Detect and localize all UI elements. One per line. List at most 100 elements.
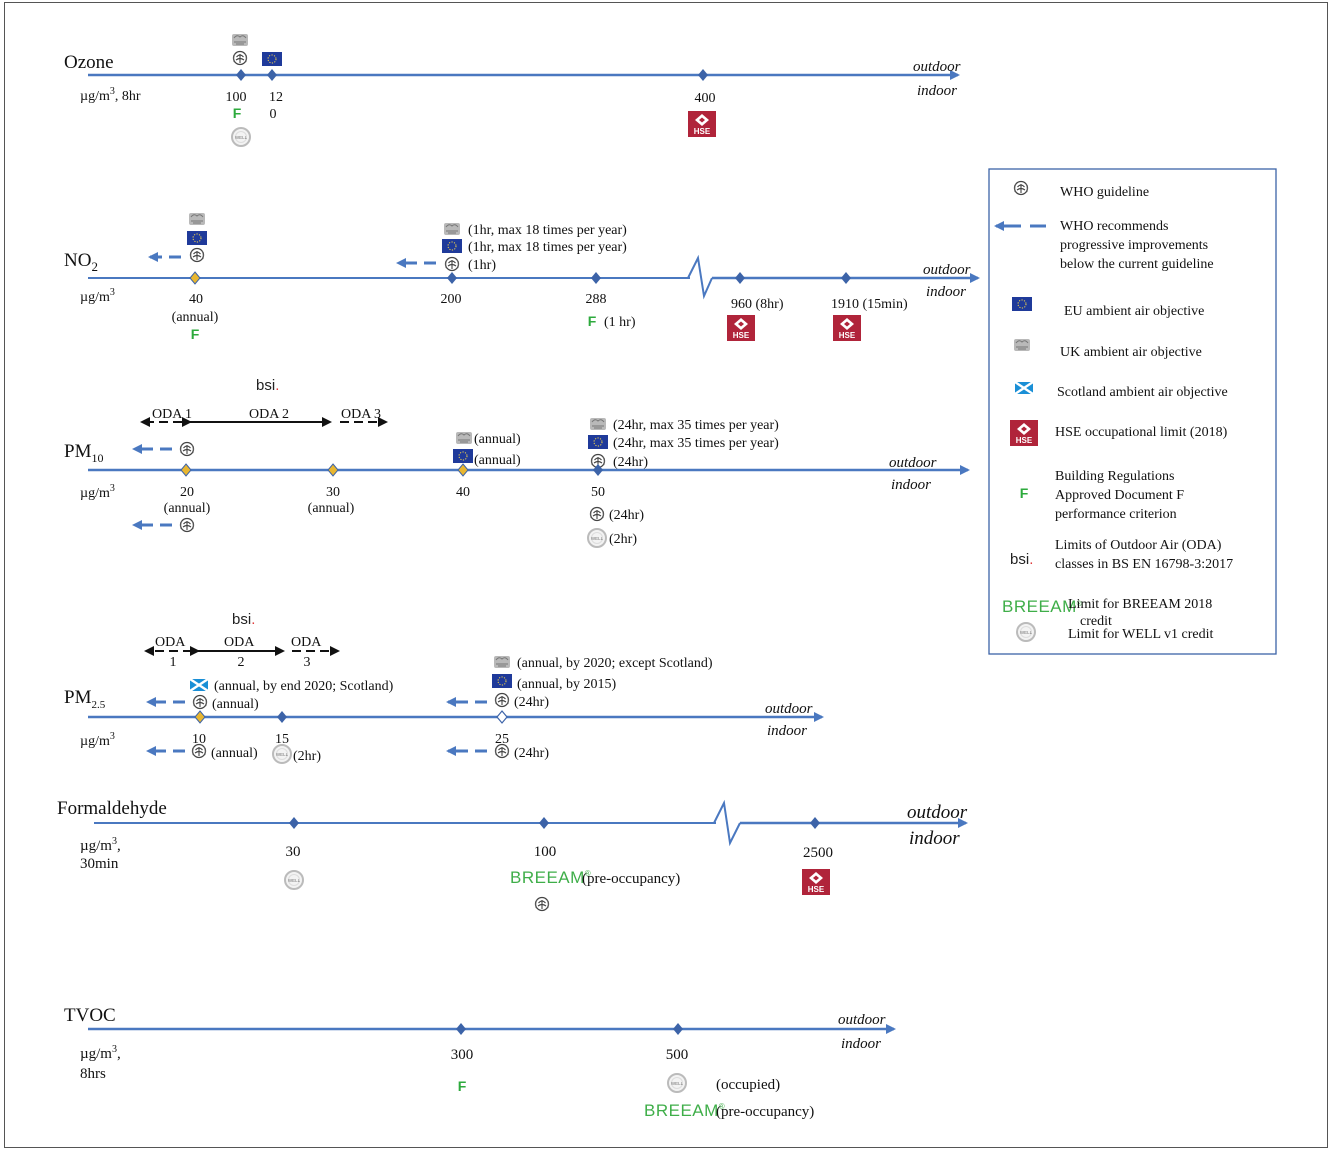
well-icon — [231, 127, 251, 147]
ozone-section: Ozone outdoor indoor µg/m3, 8hr 100 12 0… — [64, 33, 961, 147]
ozone-value-120-a: 12 — [269, 90, 283, 105]
who-icon — [191, 743, 207, 759]
legend-f-1: Building Regulations — [1055, 469, 1174, 484]
no2-value-288: 288 — [586, 292, 607, 307]
pm25-oda-label-3: ODA — [291, 635, 322, 650]
no2-f-mark-288: F — [588, 313, 597, 329]
tvoc-section: TVOC µg/m3, 8hrs outdoor indoor 300 F 50… — [64, 1005, 896, 1120]
uk-flag-icon — [493, 655, 511, 669]
formaldehyde-unit-time: 30min — [80, 856, 119, 872]
no2-marker-40 — [189, 271, 201, 285]
who-icon — [494, 743, 510, 759]
formaldehyde-value-2500: 2500 — [803, 845, 833, 861]
pm25-value-15: 15 — [275, 732, 289, 747]
ozone-value-100: 100 — [226, 90, 247, 105]
tvoc-unit: µg/m3, — [80, 1044, 121, 1062]
ozone-title: Ozone — [64, 52, 114, 73]
eu-flag-icon — [186, 230, 208, 246]
legend-box — [988, 168, 1277, 655]
legend-uk: UK ambient air objective — [1060, 345, 1202, 360]
pm25-unit: µg/m3 — [80, 731, 115, 749]
legend-bsi-1: Limits of Outdoor Air (ODA) — [1055, 538, 1222, 553]
pm25-value-25: 25 — [495, 732, 509, 747]
eu-flag-icon — [441, 238, 463, 254]
legend-hse: HSE occupational limit (2018) — [1055, 425, 1228, 440]
pm25-well-2hr: (2hr) — [293, 749, 321, 764]
uk-flag-icon — [231, 33, 249, 47]
no2-f-mark: F — [191, 326, 200, 342]
pm25-who-24hr: (24hr) — [514, 695, 549, 710]
legend-breeam-1: Limit for BREEAM 2018 — [1068, 597, 1212, 612]
legend-eu: EU ambient air objective — [1064, 304, 1204, 319]
uk-flag-icon — [443, 222, 461, 236]
hse-icon — [833, 315, 861, 341]
pm25-oda-3: 3 — [304, 655, 311, 670]
pm25-title: PM2.5 — [64, 687, 106, 711]
legend-scot: Scotland ambient air objective — [1057, 385, 1228, 400]
legend-f-2: Approved Document F — [1055, 488, 1184, 503]
eu-flag-icon — [491, 673, 513, 689]
ozone-indoor: indoor — [917, 83, 957, 99]
who-icon — [192, 694, 208, 710]
eu-flag-icon — [452, 448, 474, 464]
pm25-indoor: indoor — [767, 723, 807, 739]
who-icon — [444, 256, 460, 272]
hse-icon — [802, 869, 830, 895]
no2-marker-960 — [735, 272, 745, 284]
well-icon — [667, 1073, 687, 1093]
hse-icon — [1010, 420, 1038, 446]
tvoc-unit-time: 8hrs — [80, 1066, 106, 1082]
bsi-logo: bsi. — [256, 377, 279, 394]
pm25-oda-1: 1 — [170, 655, 177, 670]
no2-marker-1910 — [841, 272, 851, 284]
well-icon — [284, 870, 304, 890]
pm25-eu: (annual, by 2015) — [517, 677, 616, 692]
who-icon — [232, 50, 248, 66]
pm25-section: bsi. ODA ODA ODA 1 2 3 PM2.5 µg/m3 outdo… — [64, 611, 824, 764]
no2-value-960: 960 (8hr) — [731, 297, 784, 312]
ozone-f-mark: F — [233, 105, 242, 121]
formaldehyde-axis-break — [713, 799, 741, 847]
pm10-indoor: indoor — [891, 477, 931, 493]
ozone-value-400: 400 — [695, 91, 716, 106]
well-icon — [1016, 622, 1036, 642]
tvoc-occupied: (occupied) — [716, 1077, 780, 1093]
pm10-marker-20 — [180, 463, 192, 477]
pm10-oda1: ODA 1 — [152, 407, 192, 422]
pm10-uk-annual: (annual) — [474, 432, 521, 447]
pm10-value-40: 40 — [456, 485, 470, 500]
formaldehyde-preocc: (pre-occupancy) — [582, 871, 680, 887]
ozone-value-120-b: 0 — [270, 107, 277, 122]
who-icon — [179, 441, 195, 457]
ozone-outdoor: outdoor — [913, 59, 961, 75]
breeam-logo: BREEAM® — [1002, 597, 1083, 616]
who-icon — [189, 247, 205, 263]
who-icon — [494, 692, 510, 708]
no2-annual: (annual) — [172, 310, 219, 325]
pm25-oda-2: 2 — [238, 655, 245, 670]
no2-note-eu: (1hr, max 18 times per year) — [468, 240, 627, 255]
pm25-oda-label-1: ODA — [155, 635, 186, 650]
pm25-outdoor: outdoor — [765, 701, 813, 717]
legend-who-prog-2: progressive improvements — [1060, 238, 1208, 253]
pm10-outdoor: outdoor — [889, 455, 937, 471]
pm10-value-20: 20 — [180, 485, 194, 500]
breeam-logo: BREEAM® — [510, 868, 591, 887]
pm10-oda2: ODA 2 — [249, 407, 289, 422]
who-icon — [1013, 180, 1029, 196]
tvoc-value-500: 500 — [666, 1047, 689, 1063]
who-icon — [534, 896, 550, 912]
pm10-note-uk: (24hr, max 35 times per year) — [613, 418, 779, 433]
pm10-title: PM10 — [64, 441, 103, 465]
no2-indoor: indoor — [926, 284, 966, 300]
legend-breeam-2: credit — [1080, 614, 1112, 629]
formaldehyde-value-30: 30 — [286, 844, 301, 860]
pm25-low-24hr: (24hr) — [514, 746, 549, 761]
ozone-marker-120 — [267, 69, 277, 81]
formaldehyde-value-100: 100 — [534, 844, 557, 860]
legend-f-mark: F — [1020, 485, 1029, 501]
scotland-flag-icon — [1013, 380, 1035, 396]
hse-icon — [688, 111, 716, 137]
pm10-annual-20: (annual) — [164, 501, 211, 516]
